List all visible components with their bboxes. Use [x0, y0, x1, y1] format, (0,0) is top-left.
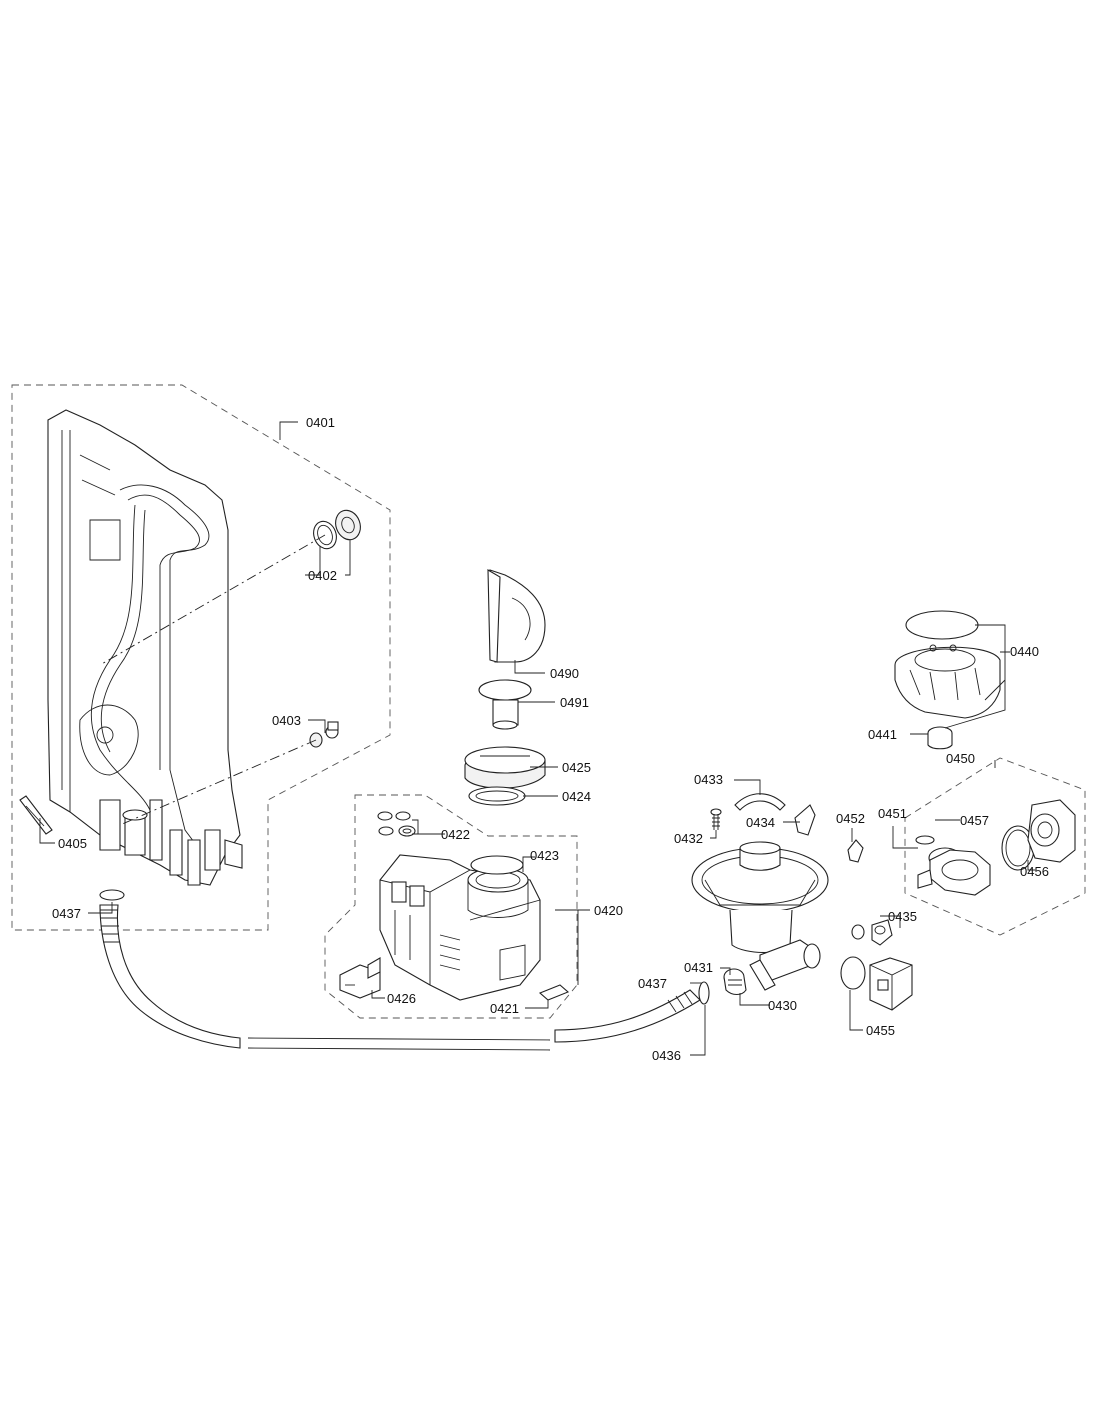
- impeller-part: [927, 726, 953, 750]
- arc-clip-part: [734, 793, 786, 811]
- callout-0434: 0434: [746, 815, 775, 830]
- callout-0435: 0435: [888, 909, 917, 924]
- callout-0401: 0401: [306, 415, 335, 430]
- callout-0491: 0491: [560, 695, 589, 710]
- callout-0431: 0431: [684, 960, 713, 975]
- callout-0456: 0456: [1020, 864, 1049, 879]
- callout-0423: 0423: [530, 848, 559, 863]
- callout-0437b: 0437: [638, 976, 667, 991]
- funnel-part: [487, 569, 546, 663]
- callout-0432: 0432: [674, 831, 703, 846]
- callout-0430: 0430: [768, 998, 797, 1013]
- ring-seal-part: [313, 509, 361, 550]
- connector-part: [339, 957, 381, 999]
- cap-part: [478, 679, 532, 730]
- callout-0405: 0405: [58, 836, 87, 851]
- callout-0421: 0421: [490, 1001, 519, 1016]
- screw-part: [710, 808, 722, 830]
- assembly-axis-line: [119, 739, 317, 826]
- small-ring-part: [915, 835, 935, 845]
- callout-0402: 0402: [308, 568, 337, 583]
- filter-part: [723, 968, 747, 996]
- callout-0437: 0437: [52, 906, 81, 921]
- callout-0403: 0403: [272, 713, 301, 728]
- callout-0450: 0450: [946, 751, 975, 766]
- callout-0451: 0451: [878, 806, 907, 821]
- callout-0433: 0433: [694, 772, 723, 787]
- lid-part: [464, 746, 546, 789]
- ring-part: [468, 786, 526, 806]
- group-outline-0450: [904, 757, 1086, 936]
- softener-seal-part: [470, 855, 524, 875]
- callout-0440: 0440: [1010, 644, 1039, 659]
- softener-housing-part: [379, 854, 541, 1001]
- circulation-motor-part: [1001, 799, 1076, 871]
- leader-lines: [39, 421, 1035, 1056]
- heater-housing-part: [894, 610, 1001, 719]
- callout-0490: 0490: [550, 666, 579, 681]
- lever-part: [794, 804, 816, 836]
- callout-0457: 0457: [960, 813, 989, 828]
- nozzle-part: [309, 721, 339, 748]
- assembly-axis-line: [99, 534, 326, 666]
- valve-part: [851, 919, 893, 946]
- clip-part: [19, 795, 53, 835]
- callout-0441: 0441: [868, 727, 897, 742]
- drain-pump-part: [840, 956, 913, 1011]
- seal-set-part: [377, 811, 416, 837]
- small-lever-part: [847, 839, 864, 863]
- callout-0426: 0426: [387, 991, 416, 1006]
- callout-labels: 0401 0402 0403 0405 0437 0490 0491 0425 …: [52, 415, 1049, 1063]
- bracket-part: [538, 984, 570, 1001]
- callout-0455: 0455: [866, 1023, 895, 1038]
- heat-pump-part: [917, 847, 991, 896]
- callout-0424: 0424: [562, 789, 591, 804]
- group-outline-0401: [11, 384, 391, 931]
- callout-0420: 0420: [594, 903, 623, 918]
- group-outline-0420: [324, 794, 578, 1019]
- drain-hose-part: [99, 889, 710, 1051]
- callout-0422: 0422: [441, 827, 470, 842]
- housing-plate-part: [47, 409, 243, 886]
- callout-0436: 0436: [652, 1048, 681, 1063]
- callout-0452: 0452: [836, 811, 865, 826]
- sump-part: [691, 841, 829, 991]
- callout-0425: 0425: [562, 760, 591, 775]
